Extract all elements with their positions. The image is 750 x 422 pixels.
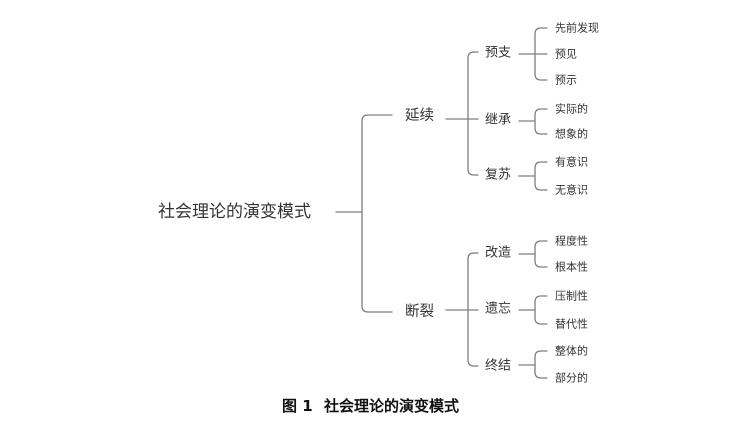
level2-bracket	[467, 51, 479, 176]
leaf-bracket	[534, 295, 548, 325]
level2-node: 改造	[485, 246, 511, 261]
leaf-node: 整体的	[555, 344, 588, 358]
leaf-node: 预示	[555, 74, 577, 87]
leaf-node: 预见	[555, 48, 577, 61]
level2-node: 继承	[485, 113, 511, 128]
level2-node: 终结	[485, 358, 511, 374]
figure-label: 图 1	[282, 397, 313, 415]
level2-node: 遗忘	[485, 302, 511, 317]
leaf-node: 想象的	[555, 127, 588, 141]
leaf-node: 替代性	[555, 317, 588, 331]
leaf-node: 部分的	[555, 371, 588, 385]
figure-caption: 社会理论的演变模式	[323, 397, 459, 415]
level1-bracket	[361, 114, 393, 313]
leaf-bracket	[534, 27, 548, 81]
level2-node: 预支	[485, 46, 511, 61]
leaf-node: 程度性	[555, 234, 588, 248]
root-node: 社会理论的演变模式	[158, 202, 311, 222]
leaf-node: 有意识	[555, 155, 588, 169]
leaf-bracket	[534, 161, 548, 191]
leaf-bracket	[534, 240, 548, 268]
leaf-node: 压制性	[555, 289, 588, 303]
leaf-bracket	[534, 350, 548, 379]
leaf-node: 实际的	[555, 102, 588, 116]
level2-node: 复苏	[485, 167, 511, 183]
level1-node: 断裂	[405, 303, 434, 320]
level2-bracket	[467, 252, 479, 367]
leaf-node: 根本性	[555, 260, 588, 274]
leaf-node: 无意识	[555, 183, 588, 197]
leaf-node: 先前发现	[555, 21, 599, 35]
leaf-bracket	[534, 108, 548, 135]
level1-node: 延续	[405, 107, 434, 124]
